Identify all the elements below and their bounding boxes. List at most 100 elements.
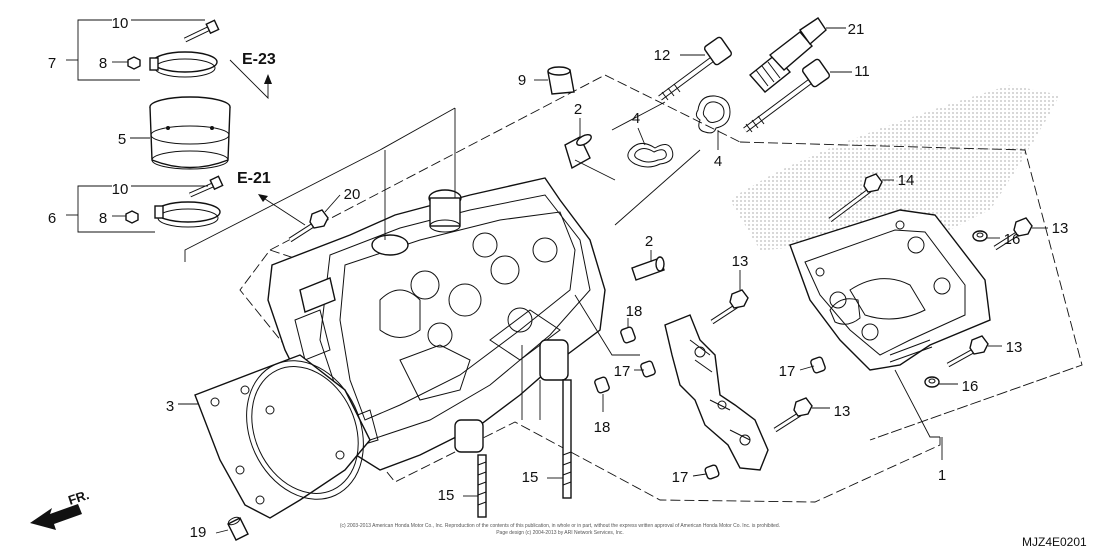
callout-c2a: 2: [574, 101, 582, 118]
spark-plug-21: [748, 17, 827, 93]
camshaft-holder: [789, 209, 991, 371]
bracket-group-7: [77, 19, 140, 81]
e23-arrowhead: [264, 74, 272, 84]
bolt-14: [828, 173, 883, 222]
callout-c11: 11: [854, 63, 870, 80]
callout-c19: 19: [190, 524, 207, 541]
leader-17c: [692, 473, 707, 477]
callout-c15a: 15: [522, 469, 539, 486]
lower-clamp-screw: [188, 175, 224, 198]
callout-c18b: 18: [594, 419, 611, 436]
dowel-18-a: [620, 326, 636, 344]
callout-c9: 9: [518, 72, 526, 89]
callout-c3: 3: [166, 398, 174, 415]
dowel-17-a: [640, 360, 656, 378]
callout-c5: 5: [118, 131, 126, 148]
bolt-13-top-right: [993, 217, 1033, 251]
leader-1: [894, 369, 940, 438]
callout-c17b: 17: [779, 363, 796, 380]
valve-guide-lower: [631, 256, 665, 281]
stud-bolt-left: [477, 454, 487, 518]
leader-17b: [799, 365, 815, 371]
callout-c17c: 17: [672, 469, 689, 486]
assembly-outline-left: [239, 74, 941, 503]
callout-c7: 7: [48, 55, 56, 72]
intake-insulator: [149, 96, 231, 170]
assembly-outline-right: [739, 141, 1083, 441]
copyright-line-1: (c) 2003-2013 American Honda Motor Co., …: [340, 523, 780, 529]
callout-c13a: 13: [1052, 220, 1069, 237]
o-ring-right: [695, 95, 731, 134]
ref-e23: E-23: [242, 51, 276, 68]
washer-16-lower: [924, 376, 940, 388]
callout-c8b: 8: [99, 210, 107, 227]
callout-c12: 12: [654, 47, 671, 64]
e23-leader: [229, 59, 269, 100]
assembly-outline-tick: [269, 249, 301, 261]
bolt-11: [743, 58, 831, 133]
upper-clamp-nut: [127, 56, 141, 70]
callout-c4b: 4: [714, 153, 722, 170]
bolt-13-lower: [773, 397, 813, 433]
callout-c10a: 10: [112, 15, 129, 32]
callout-c6: 6: [48, 210, 56, 227]
stipple-shading: [730, 85, 1060, 250]
bolt-12: [658, 36, 733, 101]
dowel-17-b: [810, 356, 826, 374]
leader-2a-head: [574, 159, 616, 181]
bolt-13-center: [710, 289, 749, 325]
bolt-13-right-mid: [946, 335, 989, 368]
callout-c13c: 13: [1006, 339, 1023, 356]
e21-leader: [261, 196, 306, 226]
callout-c15b: 15: [438, 487, 455, 504]
callout-c21: 21: [848, 21, 865, 38]
callout-c10b: 10: [112, 181, 129, 198]
diagram-code: MJZ4E0201: [1022, 535, 1087, 549]
leader-head-c: [574, 294, 640, 356]
front-label: FR.: [66, 487, 91, 508]
stud-bolt-right: [562, 379, 572, 499]
callout-c16a: 16: [1004, 231, 1021, 248]
lower-band-clamp: [154, 201, 221, 228]
lower-clamp-nut: [125, 210, 139, 224]
leader-4a: [637, 127, 646, 146]
callout-c1: 1: [938, 467, 946, 484]
bracket-group-6: [77, 185, 155, 233]
callout-c4a: 4: [632, 110, 640, 127]
dowel-pin-19: [227, 516, 249, 541]
washer-16-upper: [972, 230, 988, 242]
upper-band-clamp: [149, 51, 218, 78]
valve-guide-upper: [564, 134, 592, 170]
leader-head-top: [379, 107, 456, 151]
callout-c13b: 13: [732, 253, 749, 270]
bolt-20: [288, 209, 329, 243]
callout-c20: 20: [344, 186, 361, 203]
upper-clamp-screw: [183, 19, 220, 43]
dowel-17-c: [704, 464, 720, 480]
callout-c17a: 17: [614, 363, 631, 380]
callout-c2b: 2: [645, 233, 653, 250]
leader-4b-head: [614, 149, 701, 226]
callout-c13d: 13: [834, 403, 851, 420]
group-leader-diagonal: [184, 149, 381, 262]
oil-orifice-9: [547, 66, 575, 95]
e21-arrowhead: [258, 194, 268, 202]
copyright-line-2: Page design (c) 2004-2013 by ARI Network…: [496, 530, 624, 536]
callout-c18a: 18: [626, 303, 643, 320]
leader-bolt12-head: [611, 101, 666, 131]
o-ring-left: [627, 143, 674, 168]
front-arrow-icon: [30, 504, 82, 530]
cylinder-head-gasket: [194, 354, 371, 519]
camshaft-holder-small: [664, 314, 769, 471]
leader-19: [215, 529, 229, 534]
cylinder-head: [267, 177, 606, 471]
ref-e21: E-21: [237, 170, 271, 187]
callout-c14: 14: [898, 172, 915, 189]
callout-c16b: 16: [962, 378, 979, 395]
leader-20: [324, 194, 341, 213]
callout-c8a: 8: [99, 55, 107, 72]
dowel-18-b: [594, 376, 610, 394]
